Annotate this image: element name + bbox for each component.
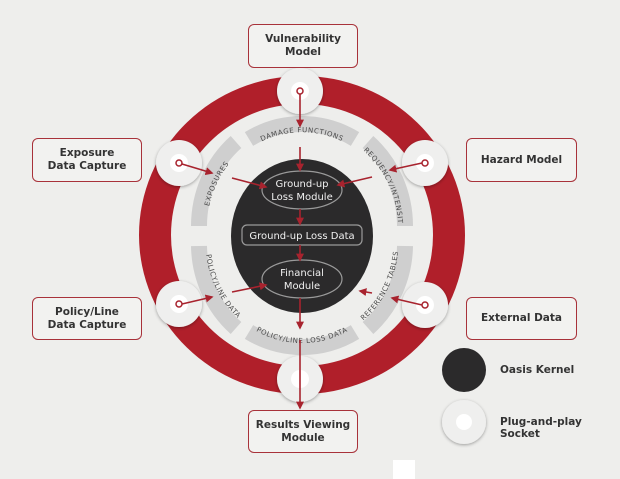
box-vulnerability-model[interactable]: Vulnerability Model bbox=[248, 24, 358, 68]
socket-dot-vulnerability bbox=[296, 87, 304, 95]
segment-policy-line-data bbox=[191, 245, 242, 334]
legend-kernel-swatch bbox=[442, 348, 486, 392]
arrow-policyline-to-financial bbox=[231, 282, 268, 293]
ground-up-loss-module-line2: Loss Module bbox=[271, 192, 332, 203]
box-results-viewing-module[interactable]: Results Viewing Module bbox=[248, 410, 358, 453]
socket-dot-hazard bbox=[421, 159, 429, 167]
arrow-policy-to-ring bbox=[181, 294, 214, 305]
ground-up-loss-module-line1: Ground-up bbox=[275, 179, 328, 190]
segment-reference-tables bbox=[362, 245, 413, 334]
box-policy-line-data-capture[interactable]: Policy/Line Data Capture bbox=[32, 297, 142, 340]
flow-arrows bbox=[181, 94, 423, 410]
segment-frequency-intensity bbox=[362, 136, 413, 227]
oasis-kernel-core bbox=[231, 159, 373, 313]
box-external-data[interactable]: External Data bbox=[466, 297, 577, 340]
arrow-reftables-to-kernel bbox=[358, 288, 373, 296]
arrow-exposures-to-groundup bbox=[231, 177, 268, 190]
arrow-external-to-ring bbox=[390, 295, 423, 306]
ground-up-loss-data-label: Ground-up Loss Data bbox=[249, 231, 354, 242]
socket-dot-external bbox=[421, 301, 429, 309]
segment-exposures bbox=[191, 136, 242, 227]
white-patch bbox=[393, 460, 415, 479]
legend-kernel-label: Oasis Kernel bbox=[500, 364, 575, 376]
segment-policy-line-loss-data bbox=[244, 325, 360, 355]
socket-dot-policy bbox=[175, 300, 183, 308]
arrow-hazard-to-ring bbox=[388, 162, 423, 173]
legend-socket-label: Plug-and-play Socket bbox=[500, 416, 582, 440]
arrow-frequency-to-groundup bbox=[336, 176, 373, 188]
box-hazard-model[interactable]: Hazard Model bbox=[466, 138, 577, 182]
financial-module-line2: Module bbox=[284, 281, 320, 292]
arrow-exposure-to-ring bbox=[181, 163, 214, 175]
box-exposure-data-capture[interactable]: Exposure Data Capture bbox=[32, 138, 142, 182]
financial-module-line1: Financial bbox=[280, 268, 324, 279]
socket-dot-exposure bbox=[175, 159, 183, 167]
